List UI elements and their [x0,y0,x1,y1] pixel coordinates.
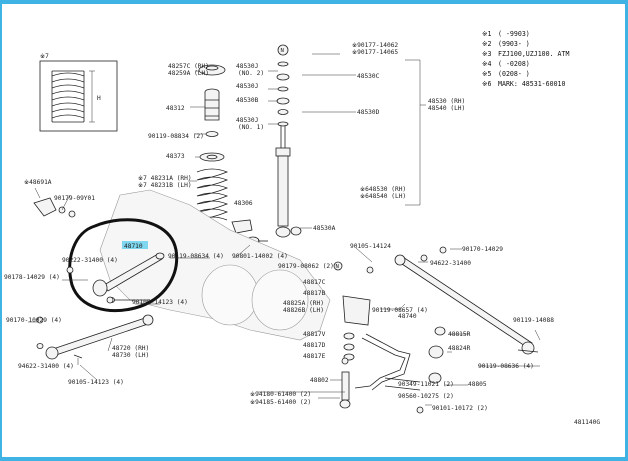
svg-text:N: N [281,48,284,54]
legend-text-4: ( -0208) [498,60,530,68]
inset-dim-label: H [97,95,101,102]
label-48691: ※48691A [24,179,52,186]
label-90105a: 90105-14123 (4) [132,299,188,306]
label-48306: 48306 [234,200,253,207]
stabilizer-links [339,295,446,414]
top-border [0,0,628,4]
legend-mark-4: ※4 [482,60,492,68]
right-border [625,0,628,461]
label-48710: 48710 [124,243,143,250]
legend-text-6: MARK: 48531-60010 [498,80,566,88]
shock-absorber: N [275,44,302,238]
label-48540-lh2: ※648540 (LH) [360,193,406,200]
label-48530b: 48530B [236,97,259,104]
label-90170: 90170-10029 (4) [6,317,62,324]
label-90178: 90178-14029 (4) [4,274,60,281]
label-90801: 90801-14002 (4) [232,253,288,260]
label-48231a: ※7 48231A (RH) [138,175,192,182]
label-48312: 48312 [166,105,185,112]
label-48540-lh: 48540 (LH) [428,105,465,112]
label-48530-rh: 48530 (RH) [428,98,465,105]
label-48824: 48824R [448,345,471,352]
label-90179a: 90179-09Y01 [54,195,95,202]
label-48530j-2: 48530J [236,63,258,70]
label-48373: 48373 [166,153,185,160]
label-90105c: 90105-14124 [350,243,391,250]
label-90105b: 90105-14123 (4) [68,379,124,386]
label-90170b: 90170-14029 [462,246,503,253]
inset-mark: ※7 [40,53,49,60]
label-48805: 48805 [468,381,487,388]
label-48257: 48257C (RH) [168,63,209,70]
label-48817e: 48817E [303,353,326,360]
svg-text:N: N [336,264,339,270]
label-90179b: 90179-08062 (2) [278,263,334,270]
label-48815: 48815R [448,331,471,338]
hardware-fasteners: N [36,246,447,365]
legend-mark-3: ※3 [482,50,492,58]
label-90119a: 90119-08834 (2) [148,133,204,140]
diagram-id: 481140G [574,419,600,426]
legend-mark-5: ※5 [482,70,492,78]
label-48817b: 48817B [303,290,326,297]
label-94622a: 94622-31400 (4) [18,363,74,370]
label-90177b: ※90177-14065 [352,49,398,56]
inset-spring [51,70,85,123]
legend-text-2: (9903- ) [498,40,530,48]
label-48817v: 48817V [303,331,326,338]
label-48530i: 48530J [236,83,258,90]
label-90119e: 90119-08636 (4) [478,363,534,370]
label-90119d: 90119-14088 [513,317,554,324]
label-48720: 48720 (RH) [112,345,149,352]
label-48530a: 48530A [313,225,336,232]
label-48826: 48826B (LH) [283,307,324,314]
bottom-border [0,457,628,461]
label-90177: ※90177-14062 [352,42,398,49]
label-90560: 90560-10275 (2) [398,393,454,400]
legend-text-3: FZJ100,UZJ100. ATM [498,50,569,58]
upper-spring-seat-group [198,64,226,162]
label-no2: (NO. 2) [238,70,264,77]
leader-lines [28,53,541,406]
highlight-48710 [122,241,148,249]
lateral-control-rod [394,254,539,355]
label-94622b: 94622-31400 [430,260,471,267]
lower-control-arm [36,314,154,360]
label-90101: 90101-10172 (2) [432,405,488,412]
callout-circle [68,218,179,313]
label-90349: 90349-11021 (2) [398,381,454,388]
spring-height-inset: ※7 H [39,53,118,132]
label-48530-rh2: ※648530 (RH) [360,186,406,193]
label-48817c: 48817C [303,279,326,286]
label-48817d: 48817D [303,342,326,349]
label-48530j-1: 48530J [236,117,258,124]
label-48530c: 48530C [357,73,380,80]
part-labels: 48257C (RH) 48259A (LH) 48312 90119-0883… [4,42,600,426]
coil-spring [196,168,229,221]
label-48740: 48740 [398,313,417,320]
label-48259: 48259A (LH) [168,70,209,77]
label-94185: ※94185-61400 (2) [250,399,311,406]
label-90119b: 90119-08634 (4) [168,253,224,260]
label-48231b: ※7 48231B (LH) [138,182,192,189]
left-border [0,0,2,461]
label-48802: 48802 [310,377,329,384]
label-no1: (NO. 1) [238,124,264,131]
legend-mark-2: ※2 [482,40,492,48]
label-48730: 48730 (LH) [112,352,149,359]
label-48825: 48825A (RH) [283,300,324,307]
label-90222: 90222-31400 (4) [62,257,118,264]
left-frame-bracket [33,197,76,218]
legend-text-5: (0208- ) [498,70,530,78]
legend-text-1: ( -9903) [498,30,530,38]
legend-mark-1: ※1 [482,30,492,38]
label-94180: ※94180-61400 (2) [250,391,311,398]
legend-mark-6: ※6 [482,80,492,88]
label-90119c: 90119-08657 (4) [372,307,428,314]
label-48530d: 48530D [357,109,380,116]
legend: ※1 ( -9903) ※2 (9903- ) ※3 FZJ100,UZJ100… [482,30,569,88]
